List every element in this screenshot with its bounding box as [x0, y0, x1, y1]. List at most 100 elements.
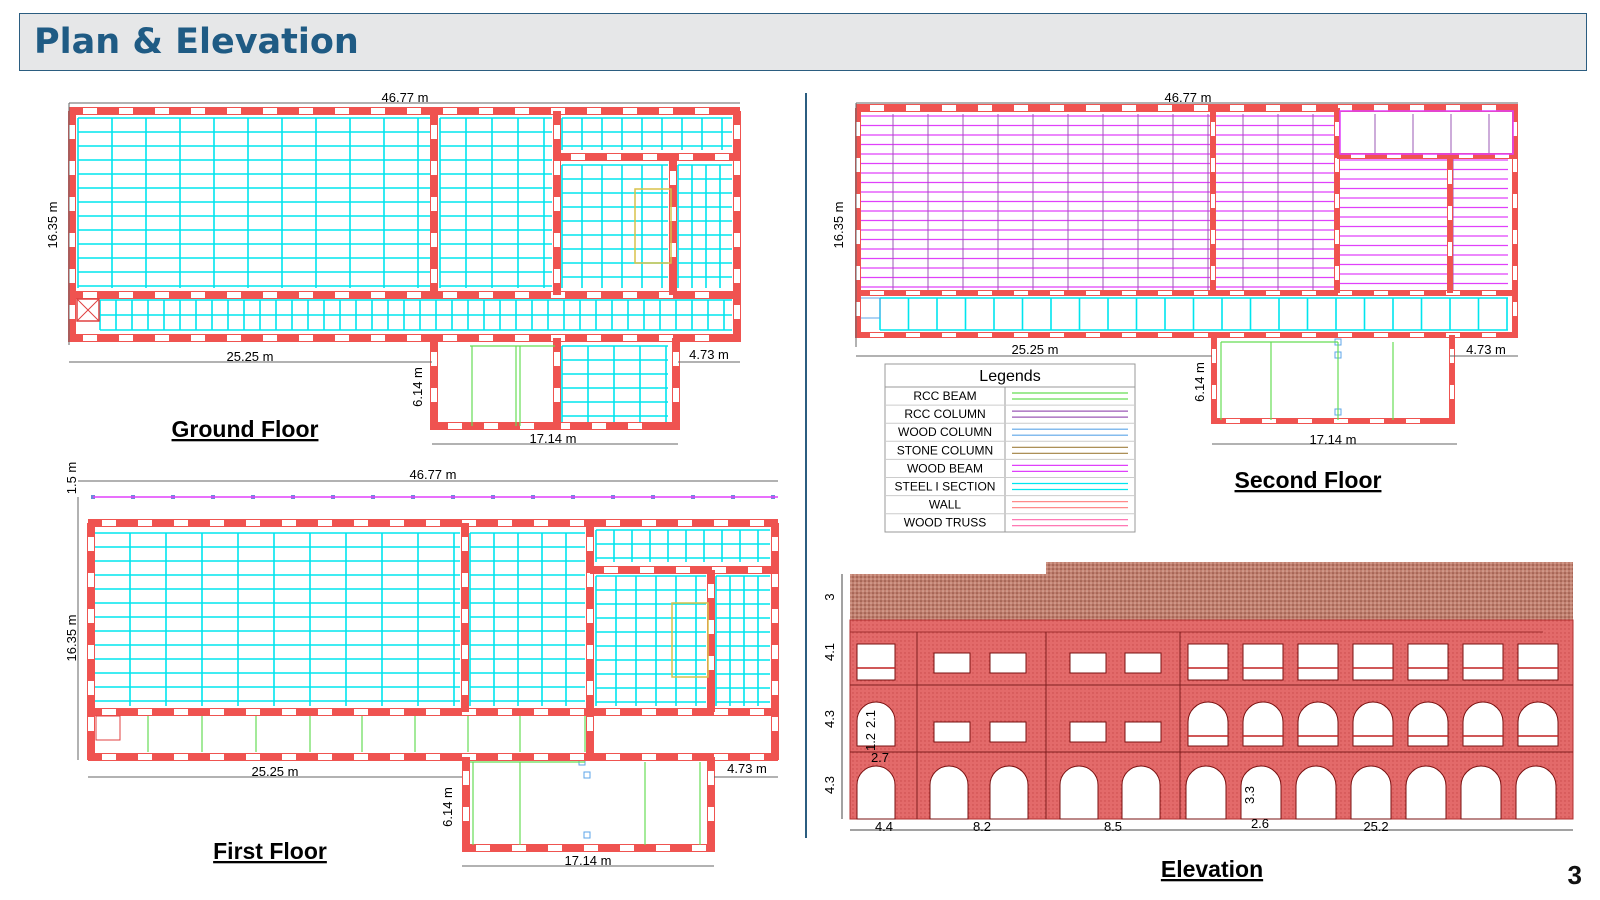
- elev-window-small: [1069, 652, 1107, 674]
- ff-wall-corridor-gap: [390, 709, 404, 715]
- ff-dim-right: 4.73 m: [727, 761, 767, 776]
- ff-wall-top-gap: [282, 520, 296, 526]
- elev-bottom-dim-3: 8.5: [1104, 819, 1122, 834]
- ff-wall-int-3-gap: [604, 567, 618, 573]
- gf-wall-int-1-gap: [431, 197, 437, 211]
- gf-wall-left-gap: [69, 233, 75, 247]
- sf-wall-int-4-gap: [1448, 170, 1452, 184]
- sf-wall-left-gap: [856, 230, 860, 244]
- legend-title: Legends: [979, 368, 1040, 385]
- gf-wall-bottom-gap: [515, 335, 529, 341]
- gf-wall-top: [69, 107, 740, 115]
- gf-wall-top-gap: [263, 108, 277, 114]
- sf-top-room: [1339, 110, 1514, 155]
- sf-annex-bottom-gap: [1370, 419, 1384, 423]
- elev-arch-window-mid: [1517, 701, 1559, 747]
- sf-wall-top-gap: [1014, 105, 1028, 111]
- ff-wall-top-gap: [390, 520, 404, 526]
- gf-wall-int-1-gap: [431, 233, 437, 247]
- sf-wall-top-gap: [1338, 105, 1352, 111]
- sf-wall-int-1-gap: [1211, 158, 1215, 172]
- sf-wall-right-gap: [1513, 266, 1517, 280]
- gf-wall-int-3-gap: [571, 154, 585, 160]
- elev-arch-window-mid: [856, 701, 896, 747]
- sf-wall-corridor-gap: [1122, 291, 1136, 295]
- ff-wall-right-gap: [772, 609, 778, 623]
- ff-wood-column: [583, 831, 591, 839]
- ff-wall-corridor-gap: [246, 709, 260, 715]
- gf-annex-bottom-gap: [484, 423, 498, 429]
- gf-wall-corridor-gap: [263, 292, 277, 298]
- sf-wall-int-1-gap: [1211, 266, 1215, 280]
- gf-wall-top-gap: [119, 108, 133, 114]
- ff-wall-bottom-gap: [606, 754, 620, 760]
- sf-wall-int-3-gap: [1423, 154, 1437, 158]
- roof-left: [850, 574, 1046, 620]
- sf-annex-left: [1211, 335, 1217, 424]
- elev-window-top: [1242, 643, 1284, 681]
- elev-window-top: [1297, 643, 1339, 681]
- elev-inner-dim-b: 2.6: [1251, 816, 1269, 831]
- elevation-title: Elevation: [1161, 856, 1263, 882]
- sf-wall-corridor-gap: [906, 291, 920, 295]
- elev-inner-dim-a: 3.3: [1242, 786, 1257, 804]
- sf-wall-bottom-gap: [1122, 333, 1136, 337]
- sf-wall-right-gap: [1513, 158, 1517, 172]
- sf-wall-bottom-gap: [1014, 333, 1028, 337]
- gf-wall-int-1-gap: [431, 125, 437, 139]
- ff-wall-bottom-gap: [678, 754, 692, 760]
- sf-wall-int-4-gap: [1448, 242, 1452, 256]
- sf-wall-int-1-gap: [1211, 230, 1215, 244]
- ff-wall-bottom-gap: [174, 754, 188, 760]
- ff-wall-top-gap: [714, 520, 728, 526]
- gf-wall-int-4-gap: [670, 243, 676, 257]
- sf-annex-left-gap: [1212, 349, 1216, 363]
- ff-wall-left-gap: [88, 645, 94, 659]
- gf-wall-top-gap: [155, 108, 169, 114]
- gf-annex-bottom-gap: [520, 423, 534, 429]
- ff-wall-right-gap: [772, 573, 778, 587]
- elev-arch-window-mid: [1407, 701, 1449, 747]
- sf-wall-top-gap: [1446, 105, 1460, 111]
- first-floor-rcc-beams: [147, 716, 701, 845]
- ff-wall-top-gap: [246, 520, 260, 526]
- gf-wall-corridor-gap: [335, 292, 349, 298]
- ff-wall-left-gap: [88, 537, 94, 551]
- elev-arch-ground: [856, 765, 896, 820]
- ff-annex-right: [707, 757, 715, 852]
- sf-wall-corridor-gap: [1050, 291, 1064, 295]
- ff-wall-corridor-gap: [282, 709, 296, 715]
- sf-wall-corridor-gap: [1374, 291, 1388, 295]
- gf-wall-corridor-gap: [479, 292, 493, 298]
- sf-wall-top-gap: [1158, 105, 1172, 111]
- elev-arch-window-mid: [1462, 701, 1504, 747]
- sf-wall-bottom-gap: [1194, 333, 1208, 337]
- elev-arch-ground: [1240, 765, 1282, 820]
- gf-wall-right-gap: [734, 125, 740, 139]
- first-floor-plan: 46.77 m 1.5 m 16.35 m 25.25 m 4.73 m 6.1…: [64, 462, 779, 868]
- gf-annex-right-gap: [673, 352, 679, 366]
- ff-wall-top-gap: [174, 520, 188, 526]
- ff-wall-int-3-gap: [712, 567, 726, 573]
- sf-stair: [859, 297, 881, 319]
- sf-annex-bottom-gap: [1298, 419, 1312, 423]
- gf-wall-top-gap: [623, 108, 637, 114]
- gf-annex-left-gap: [431, 388, 437, 402]
- ff-wall-bottom-gap: [318, 754, 332, 760]
- ff-annex-right-gap: [708, 807, 714, 821]
- elev-arch-window-mid: [1297, 701, 1339, 747]
- sf-dim-left: 25.25 m: [1012, 342, 1059, 357]
- sf-wall-bottom-gap: [1230, 333, 1244, 337]
- gf-wall-top-gap: [695, 108, 709, 114]
- ff-wall-bottom-gap: [714, 754, 728, 760]
- gf-wall-left-gap: [69, 269, 75, 283]
- sf-wall-bottom-gap: [1050, 333, 1064, 337]
- gf-wall-corridor-gap: [659, 292, 673, 298]
- sf-wall-int-2-gap: [1335, 266, 1339, 280]
- ff-wall-bottom-gap: [570, 754, 584, 760]
- sf-annex-bottom-gap: [1262, 419, 1276, 423]
- gf-wall-bottom-gap: [407, 335, 421, 341]
- sf-dim-annex-width: 17.14 m: [1310, 432, 1357, 447]
- ff-wall-top-gap: [534, 520, 548, 526]
